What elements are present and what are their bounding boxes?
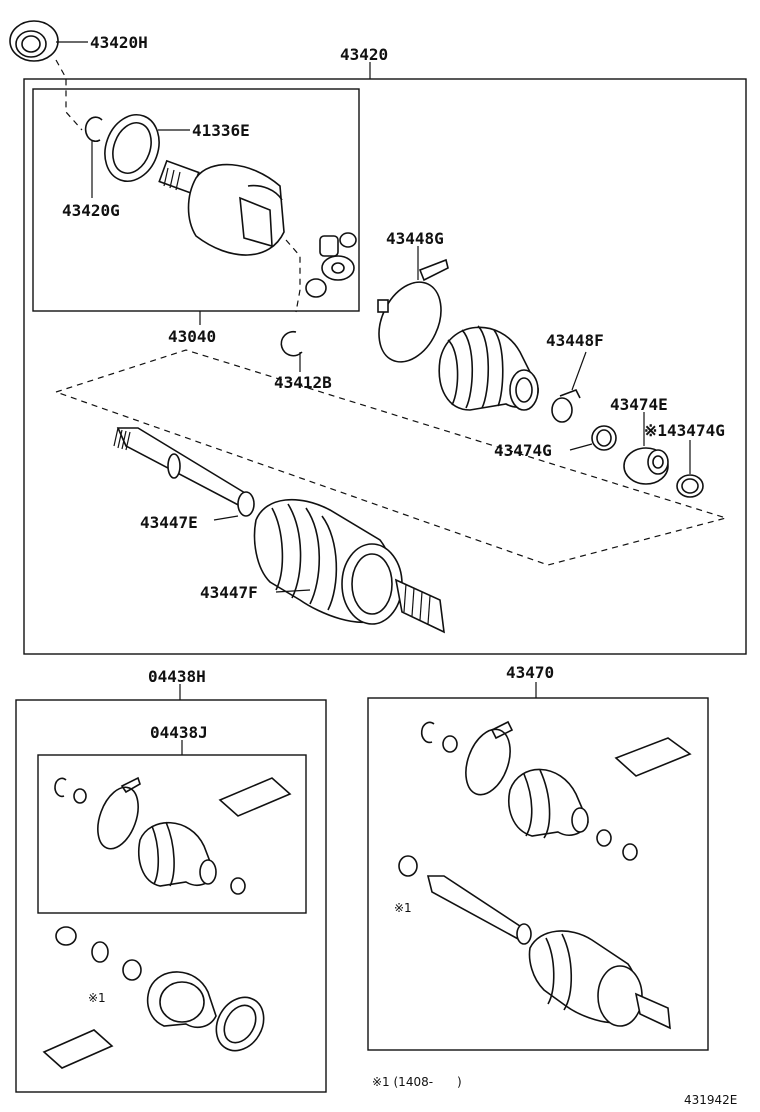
kit-04438J-parts bbox=[54, 776, 292, 895]
part-43420H-cover[interactable] bbox=[9, 20, 59, 62]
label-43447F[interactable]: 43447F bbox=[200, 583, 258, 602]
note-mark-right: ※1 bbox=[394, 901, 412, 915]
part-inboard-boot[interactable] bbox=[438, 325, 539, 411]
part-43420G-snap-ring[interactable] bbox=[84, 116, 103, 143]
part-43474E-damper[interactable] bbox=[623, 447, 669, 485]
diagram-id: 431942E bbox=[684, 1093, 737, 1107]
label-43420G[interactable]: 43420G bbox=[62, 201, 120, 220]
part-43412B-snap-ring[interactable] bbox=[280, 330, 303, 357]
label-43447E[interactable]: 43447E bbox=[140, 513, 198, 532]
part-41336E-seal[interactable] bbox=[96, 107, 168, 189]
label-43474G-left[interactable]: 43474G bbox=[494, 441, 552, 460]
part-drive-shaft[interactable] bbox=[113, 427, 255, 517]
part-43474G-ring[interactable] bbox=[591, 425, 617, 451]
kit-04438H-parts bbox=[42, 926, 265, 1069]
note-mark-left: ※1 bbox=[88, 991, 106, 1005]
label-04438J[interactable]: 04438J bbox=[150, 723, 208, 742]
part-tripod[interactable] bbox=[305, 232, 357, 298]
kit-43470-parts bbox=[398, 720, 692, 1030]
footnote: ※1 (1408- ) bbox=[372, 1075, 462, 1089]
label-43040[interactable]: 43040 bbox=[168, 327, 216, 346]
label-43448G[interactable]: 43448G bbox=[386, 229, 444, 248]
kit-box-04438H bbox=[15, 699, 327, 1093]
label-43474E[interactable]: 43474E bbox=[610, 395, 668, 414]
subassembly-box-43040 bbox=[32, 88, 360, 312]
label-41336E[interactable]: 41336E bbox=[192, 121, 250, 140]
part-outboard-boot[interactable] bbox=[253, 498, 445, 634]
part-inboard-joint-housing[interactable] bbox=[158, 159, 285, 256]
kit-box-43470 bbox=[367, 697, 709, 1051]
label-04438H[interactable]: 04438H bbox=[148, 667, 206, 686]
assembly-box-43420 bbox=[23, 78, 747, 655]
label-43412B[interactable]: 43412B bbox=[274, 373, 332, 392]
label-43470[interactable]: 43470 bbox=[506, 663, 554, 682]
label-43420H[interactable]: 43420H bbox=[90, 33, 148, 52]
kit-box-04438J bbox=[37, 754, 307, 914]
part-43448G-clamp-band[interactable] bbox=[367, 258, 453, 372]
label-43448F[interactable]: 43448F bbox=[546, 331, 604, 350]
part-43474G-ring-right[interactable] bbox=[676, 474, 704, 498]
label-43420[interactable]: 43420 bbox=[340, 45, 388, 64]
label-43474G-right[interactable]: ※143474G bbox=[644, 421, 725, 440]
part-43448F-clamp[interactable] bbox=[551, 388, 581, 423]
